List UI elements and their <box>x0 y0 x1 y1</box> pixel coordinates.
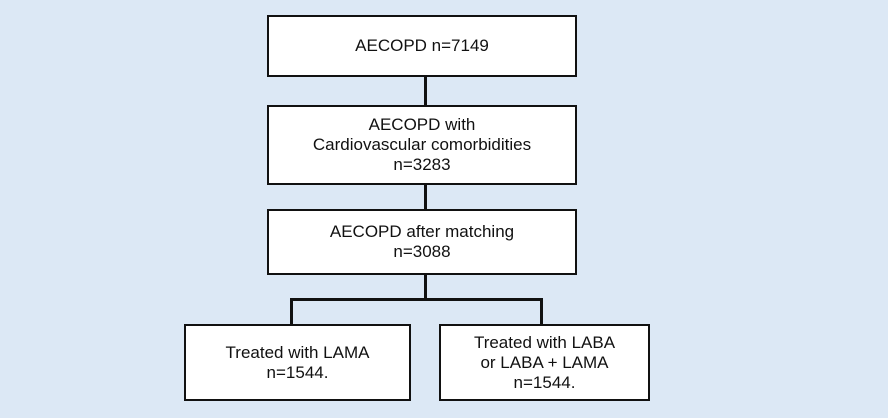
connector-branch-left <box>290 298 293 325</box>
box-laba-line-2: or LABA + LAMA <box>480 352 609 372</box>
box-matched-line-1: AECOPD after matching <box>329 222 515 241</box>
box-cardiovascular-comorbidities: AECOPD with Cardiovascular comorbidities… <box>267 105 577 185</box>
box-cardio-line-2: Cardiovascular comorbidities <box>312 135 532 154</box>
box-cardio-line-1: AECOPD with <box>368 115 476 134</box>
connector-cardio-to-matched <box>424 184 427 210</box>
connector-matched-stem <box>424 274 427 300</box>
connector-branch-horizontal <box>290 298 543 301</box>
box-laba-line-1: Treated with LABA <box>473 332 616 352</box>
box-matched-line-2: n=3088 <box>393 242 451 261</box>
connector-branch-right <box>540 298 543 325</box>
box-lama-line-2: n=1544. <box>266 362 329 382</box>
box-total-line-1: AECOPD n=7149 <box>355 36 489 55</box>
box-treated-lama: Treated with LAMA n=1544. <box>184 324 411 401</box>
box-laba-line-3: n=1544. <box>513 372 576 392</box>
box-lama-line-1: Treated with LAMA <box>225 342 370 362</box>
box-cardio-line-3: n=3283 <box>393 155 451 174</box>
box-treated-laba: Treated with LABA or LABA + LAMA n=1544. <box>439 324 650 401</box>
box-after-matching: AECOPD after matching n=3088 <box>267 209 577 275</box>
box-total-aecopd: AECOPD n=7149 <box>267 15 577 77</box>
connector-total-to-cardio <box>424 76 427 106</box>
